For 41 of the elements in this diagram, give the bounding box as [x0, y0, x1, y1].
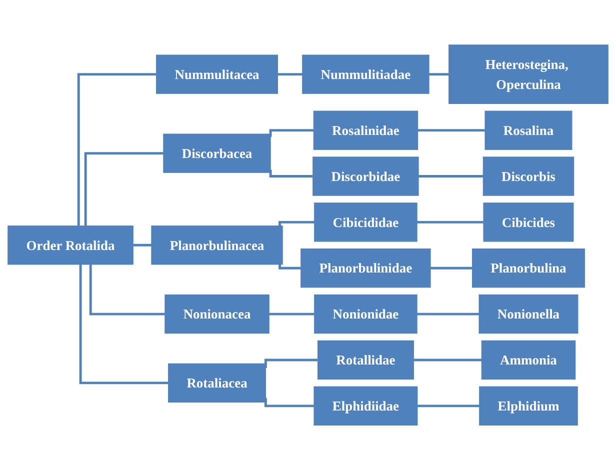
node-box: Planorbulinidae [300, 248, 431, 288]
node-box: Discorbidae [312, 157, 419, 196]
connector [278, 264, 301, 270]
node-box: Rotaliacea [168, 364, 266, 403]
connector [416, 405, 480, 408]
node-box: Ammonia [481, 340, 576, 380]
node-box: Elphidiidae [314, 386, 418, 426]
node-box: Planorbulina [472, 248, 585, 288]
node-box: Planorbulinacea [151, 226, 283, 266]
node-box: Nonionacea [164, 294, 270, 334]
node-box: Nonionidae [314, 294, 418, 334]
node-box: Discorbacea [163, 134, 271, 174]
node-box: Order Rotalida [8, 226, 134, 266]
node-box: Rotallidae [317, 340, 414, 380]
node-box: Discorbis [482, 157, 574, 196]
connector [268, 313, 314, 316]
connector [269, 170, 313, 178]
connector [429, 267, 472, 270]
node-box: Rosalina [484, 111, 572, 150]
node-box: Elphidium [479, 386, 578, 426]
connector [84, 152, 164, 226]
connector [416, 130, 486, 132]
connector [79, 264, 168, 385]
node-box: Cibicididae [314, 203, 418, 242]
connector [276, 74, 302, 76]
connector [416, 221, 484, 224]
connector [132, 244, 152, 247]
connector [77, 74, 156, 226]
connector [416, 313, 480, 316]
node-box: Heterostegina, Operculina [448, 45, 608, 104]
node-box: Rosalinidae [313, 111, 418, 150]
connector [278, 221, 314, 226]
connector [428, 74, 449, 76]
node-box: Nummulitiadae [302, 55, 430, 94]
connector [89, 264, 165, 316]
connector [269, 130, 314, 138]
node-box: Nummulitacea [156, 55, 278, 94]
node-box: Nonionella [478, 294, 578, 334]
node-box: Cibicides [483, 203, 574, 242]
connector [412, 359, 482, 362]
connector [417, 175, 484, 178]
